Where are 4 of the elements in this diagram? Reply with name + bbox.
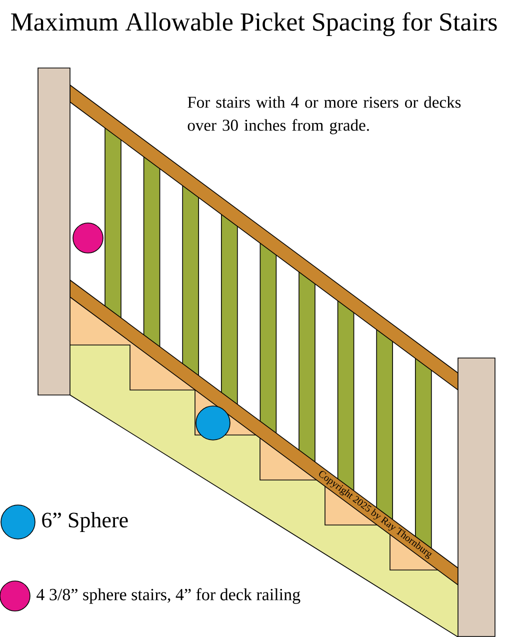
title: Maximum Allowable Picket Spacing for Stairs	[11, 12, 497, 36]
legend-text: 4 3/8” sphere stairs, 4” for deck railing	[36, 588, 300, 604]
legend-text: 6” Sphere	[42, 512, 128, 532]
note: For stairs with 4 or more risers or decks over 30 inches from grade.	[188, 96, 461, 134]
